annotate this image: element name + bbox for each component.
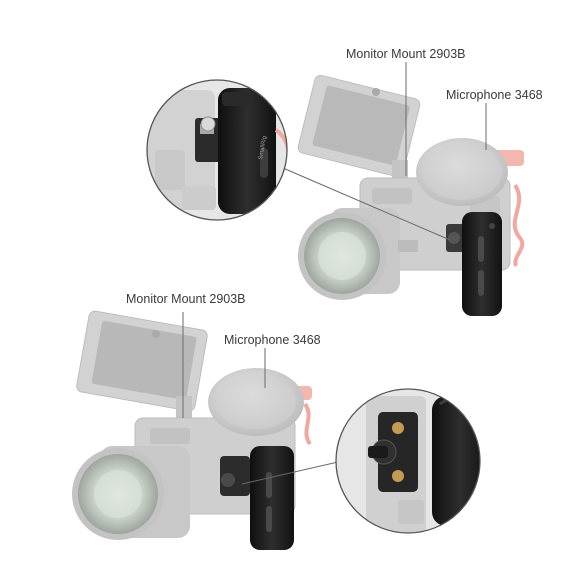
top-microphone: [416, 138, 525, 267]
bottom-monitor: [76, 310, 208, 412]
bottom-zoom-connector-line: [241, 461, 339, 485]
bottom-monitor-mount: [176, 396, 192, 422]
bottom-camera-lens: [72, 446, 190, 540]
bottom-microphone-label: Microphone 3468: [224, 333, 321, 347]
top-camera-rig: [282, 62, 525, 316]
top-handle-grip: [446, 212, 502, 316]
top-monitor-mount-label: Monitor Mount 2903B: [346, 47, 466, 61]
top-zoom-connector-line: [282, 167, 451, 241]
bottom-microphone: [208, 368, 312, 446]
bottom-zoom-detail: [335, 388, 481, 534]
bottom-camera-rig: [72, 310, 339, 550]
top-camera-lens: [298, 208, 418, 300]
top-monitor: [297, 74, 421, 178]
top-microphone-label: Microphone 3468: [446, 88, 543, 102]
bottom-monitor-mount-label: Monitor Mount 2903B: [126, 292, 246, 306]
top-zoom-detail: SmallRig: [146, 79, 288, 221]
grip-brand-text: SmallRig: [258, 136, 268, 161]
bottom-handle-grip: [220, 446, 294, 550]
